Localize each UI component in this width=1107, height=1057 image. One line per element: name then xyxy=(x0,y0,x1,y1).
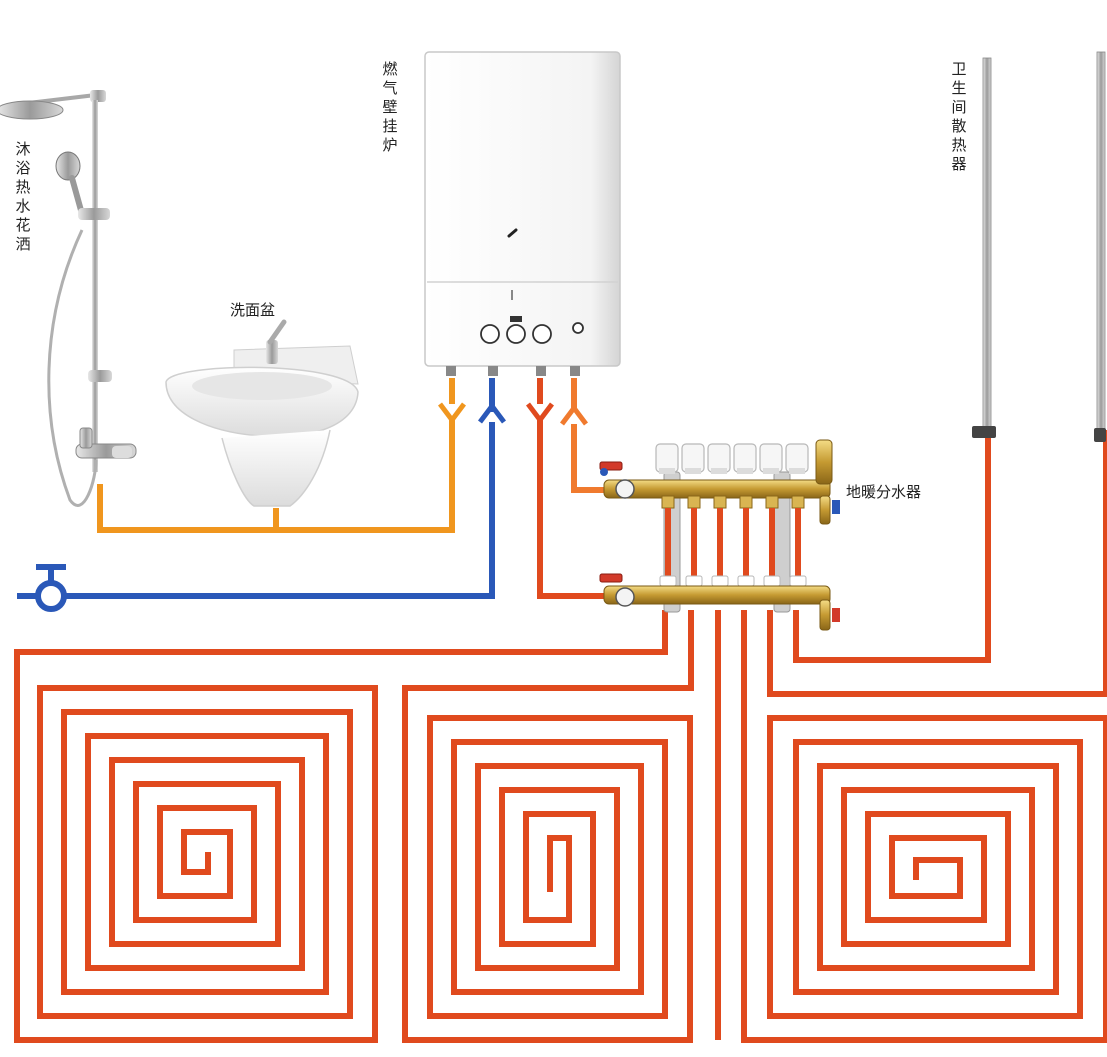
cold-water-line xyxy=(17,378,506,612)
heating-pipe xyxy=(402,610,694,1043)
radiator-right-bar xyxy=(1096,51,1106,433)
boiler-display xyxy=(510,316,522,322)
radiator-valve-left xyxy=(972,426,996,438)
floor-heating-coil-right xyxy=(712,430,1107,1046)
boiler-control-panel xyxy=(480,316,584,344)
floor-heating-loops xyxy=(11,430,1107,1046)
shower-mixer-valve-icon xyxy=(75,427,137,459)
radiator-rails xyxy=(984,63,1104,417)
wash-basin xyxy=(165,319,359,507)
manifold-air-vent-icon xyxy=(815,439,840,631)
boiler-knob-left xyxy=(480,324,500,344)
cold-water-arrow-icon xyxy=(478,401,506,424)
basin-faucet-icon xyxy=(266,319,287,364)
hand-shower-icon xyxy=(55,151,81,181)
hot-water-line xyxy=(94,378,466,536)
towel-radiator xyxy=(790,51,1106,666)
manifold-supply-bar xyxy=(603,479,831,499)
heating-return-arrow-icon xyxy=(560,403,588,426)
heating-supply-return xyxy=(526,378,612,602)
boiler-knob-middle xyxy=(506,324,526,344)
radiator-return-pipe xyxy=(793,430,991,663)
heating-pipe xyxy=(741,610,1107,1043)
manifold-label: 地暖分水器 xyxy=(846,483,922,501)
floor-heating-coil-left xyxy=(11,610,671,1046)
hot-water-arrow-icon xyxy=(438,402,466,425)
boiler-power-button xyxy=(572,322,584,334)
shower-label: 沐浴热水花洒 xyxy=(15,140,31,253)
cold-water-valve-icon xyxy=(35,564,67,612)
gas-boiler xyxy=(424,51,621,376)
manifold-actuator-caps xyxy=(655,443,809,474)
heating-pipe xyxy=(14,610,668,1043)
heating-supply-arrow-icon xyxy=(526,402,554,425)
radiator-valve-right xyxy=(1094,428,1106,442)
manifold-pipe-stubs xyxy=(665,508,801,586)
manifold-return-bar xyxy=(603,585,831,605)
shower-set xyxy=(0,90,137,507)
shower-head-icon xyxy=(0,100,64,120)
manifold-gauge-icon xyxy=(615,479,635,607)
radiator-left-bar xyxy=(982,57,992,431)
basin-label: 洗面盆 xyxy=(230,301,276,319)
heating-pipe xyxy=(767,430,1107,697)
boiler-knob-right xyxy=(532,324,552,344)
pipe-outline xyxy=(399,610,697,1046)
manifold-ball-valve-icon xyxy=(599,461,623,583)
towel-radiator-label: 卫生间散热器 xyxy=(951,60,967,173)
boiler-label: 燃气壁挂炉 xyxy=(382,60,398,154)
floor-heating-manifold xyxy=(599,439,840,631)
manifold-supply-outlets xyxy=(661,495,805,509)
floor-heating-coil-middle xyxy=(399,610,697,1046)
